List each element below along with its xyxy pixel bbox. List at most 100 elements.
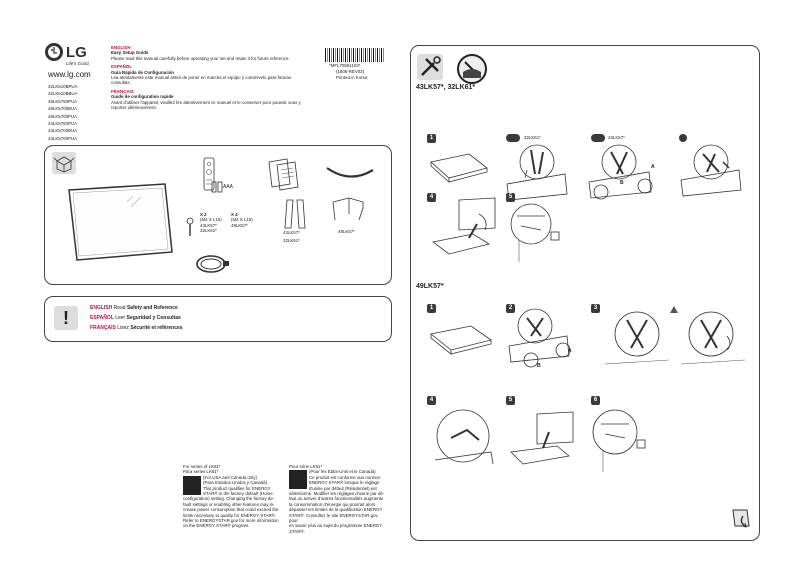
energy-line: STAR®. Consultez le site ENERGYSTAR.gov … <box>289 512 378 524</box>
energy-line: Ce produit est conforme aux normes <box>309 474 381 480</box>
caution-icon <box>670 306 678 313</box>
step-illustration <box>680 144 742 197</box>
section2-title: 49LK57* <box>416 283 444 290</box>
energy-line: on the ENERGY STAR® program. <box>183 523 250 529</box>
step-illustration <box>434 409 494 465</box>
box-contents-panel: AAA X 2 (M4 X L16) 43LK57* 32LK61* X 4 (… <box>44 145 392 285</box>
safety-panel: ! ENGLISH Read Safety and Reference ESPA… <box>44 296 392 342</box>
model-item: 43LK5700PUA <box>48 135 78 141</box>
step-illustration <box>588 144 653 200</box>
guide-body-es: Lea atentamente este manual antes de pon… <box>111 75 292 86</box>
stand-model-b: 49LK57* <box>338 229 355 234</box>
screw-size-a: (M4 X L16) <box>200 217 222 223</box>
screw-qty-a: X 2 <box>200 212 207 217</box>
step-number: 5 <box>506 396 515 405</box>
battery-label: AAA <box>223 184 234 190</box>
model-pill <box>506 134 520 142</box>
model-pill <box>591 134 605 142</box>
stand-a-illustration <box>284 199 306 229</box>
energy-line: STAR® in the factory default (Home <box>203 491 273 497</box>
guide-body-fr: Avant d'utiliser l'appareil, veuillez li… <box>111 99 301 111</box>
barcode <box>325 48 385 62</box>
website: www.lg.com <box>48 70 91 79</box>
energy-star-en: For series of LK61* Para series LK61* (F… <box>183 464 281 529</box>
screw-model-b: 49LK57* <box>231 222 248 228</box>
step-number: 4 <box>427 396 436 405</box>
safety-read-es: Leer <box>115 315 126 321</box>
power-cord-illustration <box>196 255 229 273</box>
energy-line: Refer to ENERGYSTAR.gov for more informa… <box>183 518 279 524</box>
energy-line: (Para Estados Unidos y Canadá) <box>203 480 268 486</box>
energy-star-logo-fr <box>289 470 307 490</box>
energy-line: fault settings or enabling other feature… <box>183 501 275 507</box>
barcode-code: (1806-REV03) <box>336 69 365 74</box>
energy-line: configuration) setting. Changing the fac… <box>183 496 275 502</box>
energy-line: en savoir plus au sujet du programme ENE… <box>289 523 383 529</box>
tools-icon <box>417 54 443 80</box>
model-tag: 43LK57* <box>608 135 625 140</box>
guide-lang-en: ENGLISH <box>111 45 131 50</box>
screw-spec-b: X 4 (M4 X L16) 49LK57* <box>231 212 265 228</box>
barcode-number: *MFL70561103* <box>329 63 361 68</box>
energy-line: d'usine par défaut (Résidentiel) est <box>309 485 377 491</box>
guide-texts: ENGLISH Easy Setup Guide Please read thi… <box>111 45 311 110</box>
section1-title: 43LK57*, 32LK61* <box>416 84 476 91</box>
cable-illustration <box>326 167 374 178</box>
stand-b-illustration <box>332 197 364 221</box>
screw-size-b: (M4 X L16) <box>231 217 253 223</box>
callout-a: A <box>651 164 655 170</box>
step-illustration <box>508 308 571 368</box>
model-list: 32LK510BPUA 32LK610BBUA 49LK5750PUA 49LK… <box>48 84 88 141</box>
assembly-panel: 43LK57*, 32LK61* 1 32LK61* 43LK57* A B 4… <box>410 45 760 541</box>
model-item: 32LK610BBUA <box>48 91 78 97</box>
step-number: 1 <box>427 304 436 313</box>
step-number: 3 <box>591 304 600 313</box>
model-tag: 32LK61* <box>524 135 541 140</box>
screw-spec-a: X 2 (M4 X L16) 43LK57* 32LK61* <box>200 212 232 234</box>
warning-icon: ! <box>54 306 78 330</box>
manuals-illustration <box>268 158 299 191</box>
page-turn-icon[interactable] <box>729 506 753 530</box>
guide-title-en: Easy Setup Guide <box>111 50 149 56</box>
stand-model-a: 43LK57* <box>283 230 300 235</box>
safety-title-en: Safety and Reference <box>126 305 178 311</box>
model-item: 49LK5750PUA <box>48 98 78 104</box>
safety-title-fr: Sécurité et références <box>130 325 183 331</box>
model-item: 43LK5700BUA <box>48 128 78 134</box>
step-illustration <box>510 411 574 465</box>
remote-illustration <box>203 157 215 191</box>
safety-read-en: Read <box>113 305 126 311</box>
callout-a: A <box>568 348 572 354</box>
model-item: 43LK5750PUA <box>48 121 78 127</box>
energy-line: faut ou activer d'autres fonctionnalités… <box>289 496 384 502</box>
step-illustration <box>510 203 560 262</box>
callout-b: B <box>620 180 624 186</box>
safety-lang-en: ENGLISH <box>90 305 113 311</box>
safety-fr: FRANÇAIS Lisez Sécurité et références <box>90 325 183 331</box>
safety-lang-fr: FRANÇAIS <box>90 325 116 331</box>
guide-title-fr: Guide de configuration rapide <box>111 94 174 100</box>
energy-line: la consommation d'énergie qui pourrait a… <box>289 501 376 507</box>
safety-en: ENGLISH Read Safety and Reference <box>90 305 178 311</box>
energy-line: sélectionné. Modifier les réglages d'usi… <box>289 491 385 497</box>
energy-star-fr: Pour série LK61* (Pour les États-Unis et… <box>289 464 387 534</box>
model-item: 32LK510BPUA <box>48 84 78 89</box>
energy-heading-en: For series of LK61* <box>183 464 221 469</box>
energy-heading-fr: Pour série LK61* <box>289 464 323 469</box>
screw-qty-b: X 4 <box>231 212 238 217</box>
step-illustration <box>604 311 670 365</box>
box-icon <box>52 152 76 174</box>
step-number: 5 <box>506 193 515 202</box>
tv-illustration <box>68 183 173 261</box>
safety-es: ESPAÑOL Leer Seguridad y Consultas <box>90 315 181 321</box>
safety-lang-es: ESPAÑOL <box>90 315 114 321</box>
step-illustration <box>432 197 496 255</box>
step-illustration <box>430 325 492 355</box>
energy-line: dépasser les limites de la qualification… <box>289 507 383 513</box>
step-number: 6 <box>591 396 600 405</box>
safety-read-fr: Lisez <box>117 325 129 331</box>
stand-a-labels: 43LK57* 32LK61* <box>283 230 300 244</box>
energy-star-logo <box>183 475 201 495</box>
screw-model-a2: 32LK61* <box>200 228 217 234</box>
screw-model-a: 43LK57* <box>200 222 217 228</box>
